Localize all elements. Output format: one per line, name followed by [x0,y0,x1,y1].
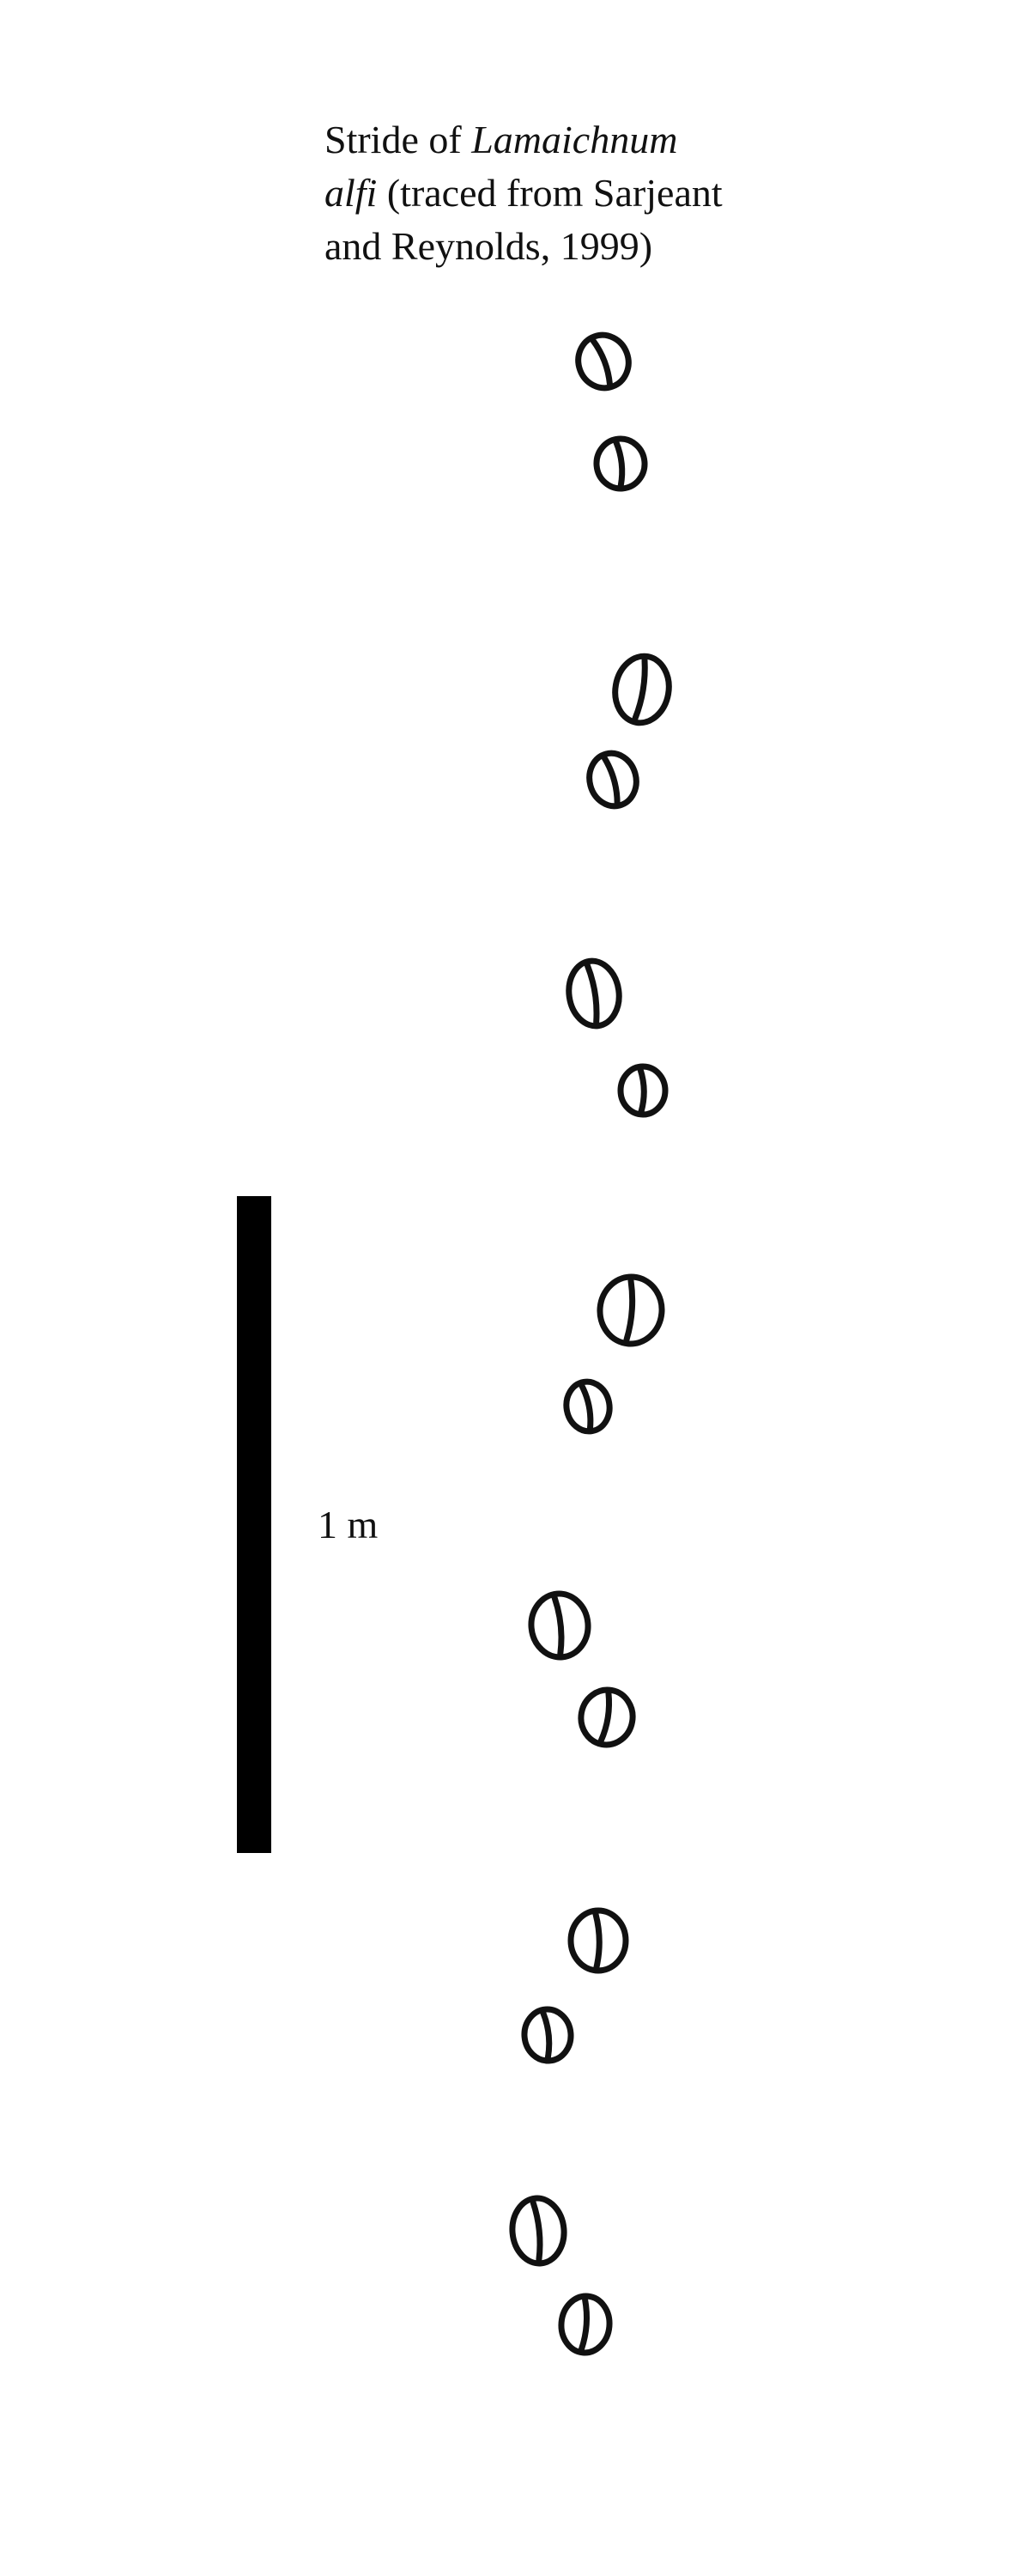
figure-caption: Stride of Lamaichnum alfi (traced from S… [324,113,805,273]
footprint-3 [612,653,672,726]
hoof-cleft-line [578,2296,591,2353]
footprint-outline [528,1590,591,1661]
caption-prefix: Stride of [324,118,472,161]
footprint-4 [586,750,639,810]
footprint-9 [528,1590,591,1661]
caption-species: alfi [324,171,378,215]
footprint-11 [567,1907,629,1974]
footprint-outline [593,435,648,492]
footprint-outline [521,2006,574,2064]
caption-source: (traced from Sarjeant [377,171,723,215]
scale-bar-label: 1 m [318,1503,379,1546]
footprint-5 [566,957,622,1030]
footprint-13 [509,2195,567,2267]
footprint-1 [575,331,632,392]
footprint-outline [612,653,672,726]
footprint-outline [567,1907,629,1974]
footprint-outline [597,1273,665,1347]
footprint-7 [597,1273,665,1347]
footprint-outline [617,1063,669,1118]
footprint-outline [575,331,632,392]
hoof-cleft-line [592,1911,603,1971]
footprint-outline [566,957,622,1030]
hoof-cleft-line [579,1382,594,1431]
hoof-cleft-line [540,2009,553,2061]
hoof-cleft-line [551,1595,565,1657]
hoof-cleft-line [601,754,621,806]
footprint-6 [617,1063,669,1118]
footprint-outline [563,1378,613,1435]
footprint-10 [578,1686,636,1748]
hoof-cleft-line [530,2199,543,2263]
footprint-outline [578,1686,636,1748]
footprint-2 [593,435,648,492]
hoof-cleft-line [613,439,626,489]
footprint-outline [509,2195,567,2267]
hoof-cleft-line [597,1690,613,1744]
footprint-12 [521,2006,574,2064]
hoof-cleft-line [637,1066,647,1115]
hoof-cleft-line [584,962,600,1025]
footprint-14 [558,2293,613,2356]
caption-line-3: and Reynolds, 1999) [324,224,653,268]
scale-bar [237,1196,271,1853]
hoof-cleft-line [632,657,648,721]
caption-genus: Lamaichnum [471,118,678,161]
caption-line-1: Stride of Lamaichnum [324,113,805,167]
footprint-8 [563,1378,613,1435]
caption-line-2: alfi (traced from Sarjeant [324,167,805,220]
footprint-outline [558,2293,613,2356]
hoof-cleft-line [590,337,613,387]
hoof-cleft-line [623,1278,636,1343]
footprint-outline [586,750,639,810]
